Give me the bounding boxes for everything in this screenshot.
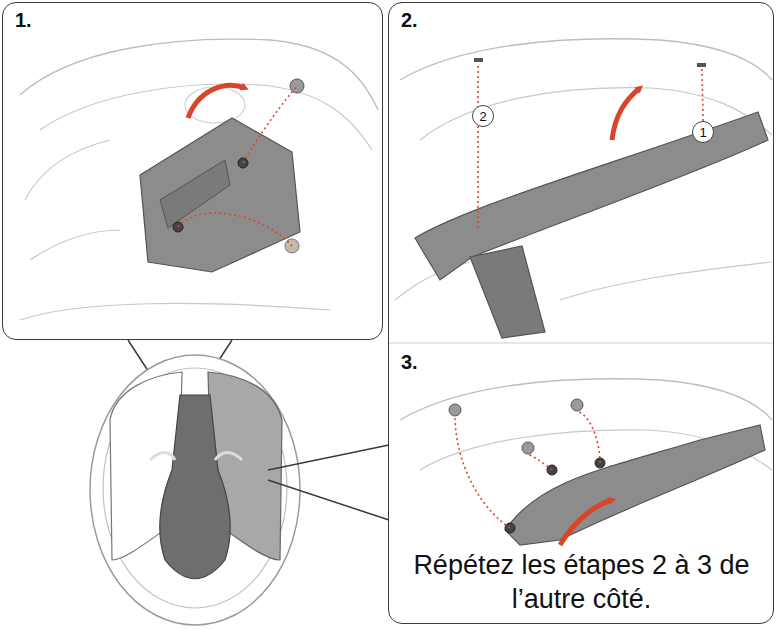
callout-number: 1 (699, 126, 706, 139)
dotted-guide (477, 64, 479, 228)
dotted-guide (455, 416, 510, 528)
step-number: 3. (401, 351, 418, 374)
callout-line (268, 445, 389, 520)
step-number: 2. (401, 9, 418, 32)
step-number: 1. (15, 9, 32, 32)
cheek-pad (415, 112, 768, 280)
callout-circle: 1 (692, 121, 714, 143)
pad-detail (150, 453, 242, 461)
snap-socket (449, 404, 461, 416)
cheek-pad-lower (470, 246, 545, 338)
dotted-guide (528, 454, 552, 470)
step-panel: 1. (2, 2, 383, 340)
panel-divider (389, 343, 773, 344)
crown-pad (160, 395, 231, 579)
motion-arrow (560, 500, 612, 545)
motion-arrow (612, 88, 640, 140)
helmet-rim (103, 368, 287, 608)
callout-circle: 2 (472, 105, 494, 127)
callout-number: 2 (479, 110, 486, 123)
helmet-shell-line (400, 379, 772, 420)
step-panel: 2. 3. Répétez les étapes 2 à 3 de l’autre … (388, 2, 774, 624)
dotted-guide (178, 213, 292, 246)
dotted-guide (243, 86, 297, 163)
dotted-guide (702, 69, 703, 126)
helmet-shell (90, 355, 300, 625)
snap-socket (290, 79, 304, 93)
dotted-guide (577, 411, 600, 463)
helmet-shell-line (400, 39, 772, 80)
motion-arrow (188, 85, 245, 118)
snap-socket (571, 399, 583, 411)
instruction-note: Répétez les étapes 2 à 3 de l’autre côté… (409, 548, 754, 616)
cheek-pad (505, 425, 765, 545)
snap-socket (522, 442, 534, 454)
pad-recess (160, 160, 230, 228)
slot (697, 63, 706, 67)
crown-pad (140, 118, 300, 272)
slot (474, 58, 483, 62)
